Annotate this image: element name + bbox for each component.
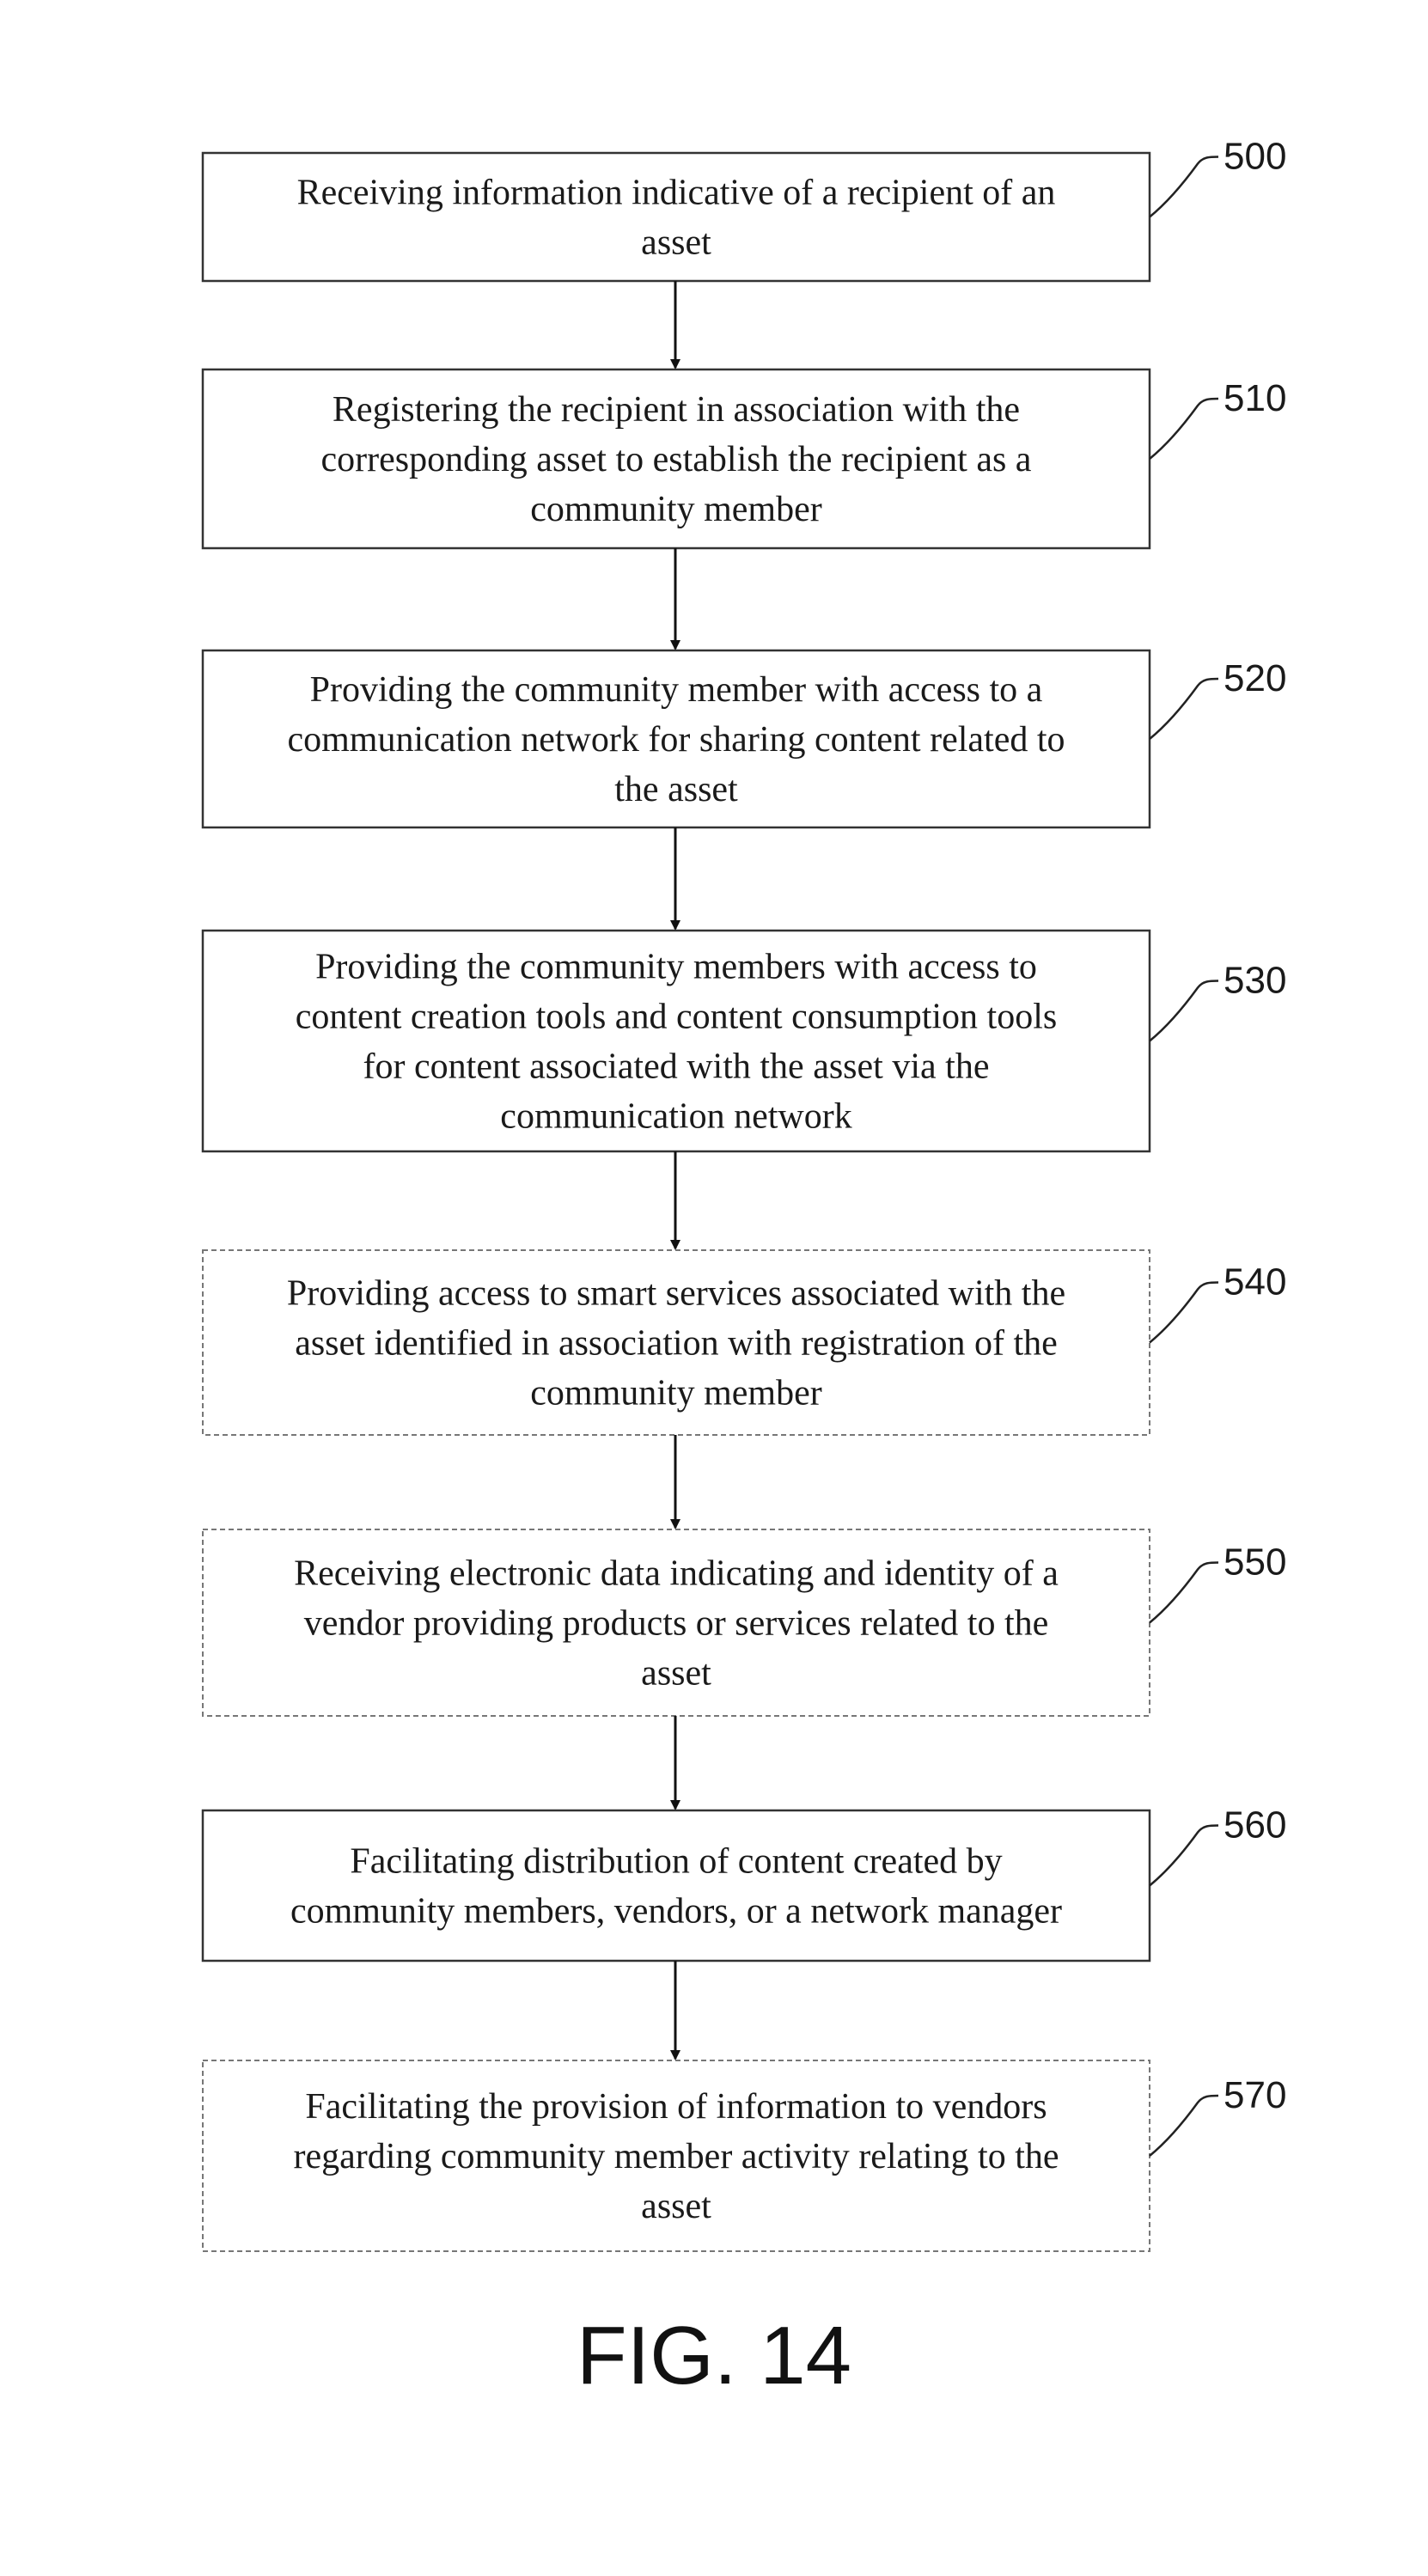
ref-leader-line (1150, 981, 1218, 1041)
step-text-line: communication network (500, 1097, 851, 1137)
step-text-line: Providing the community member with acce… (310, 670, 1043, 710)
step-ref-number: 520 (1224, 657, 1286, 699)
step-ref-number: 500 (1224, 136, 1286, 178)
step-text-line: community members, vendors, or a network… (290, 1892, 1062, 1932)
step-ref-number: 570 (1224, 2074, 1286, 2116)
step-ref-number: 530 (1224, 960, 1286, 1002)
step-text-line: Providing the community members with acc… (315, 948, 1037, 987)
ref-leader-line (1150, 1283, 1218, 1343)
step-550: Receiving electronic data indicating and… (203, 1529, 1286, 1716)
step-text-line: for content associated with the asset vi… (363, 1047, 990, 1087)
step-text-line: Facilitating distribution of content cre… (350, 1842, 1002, 1882)
step-box (203, 1810, 1150, 1961)
figure-caption: FIG. 14 (577, 2310, 851, 2402)
step-540: Providing access to smart services assoc… (203, 1250, 1286, 1435)
step-text-line: asset identified in association with reg… (295, 1324, 1058, 1364)
step-530: Providing the community members with acc… (203, 931, 1286, 1151)
step-text-line: Facilitating the provision of informatio… (305, 2087, 1047, 2127)
step-text-line: corresponding asset to establish the rec… (321, 440, 1032, 479)
step-text-line: Registering the recipient in association… (333, 390, 1020, 430)
step-510: Registering the recipient in association… (203, 369, 1286, 548)
step-560: Facilitating distribution of content cre… (203, 1804, 1286, 1962)
step-ref-number: 550 (1224, 1541, 1286, 1584)
step-text-line: community member (530, 490, 821, 529)
step-text-line: Receiving electronic data indicating and… (294, 1554, 1059, 1594)
step-570: Facilitating the provision of informatio… (203, 2060, 1286, 2251)
ref-leader-line (1150, 1826, 1218, 1886)
step-text-line: asset (641, 2187, 711, 2226)
ref-leader-line (1150, 157, 1218, 217)
step-text-line: Providing access to smart services assoc… (287, 1274, 1065, 1314)
step-ref-number: 510 (1224, 377, 1286, 419)
step-text-line: asset (641, 223, 711, 263)
step-text-line: vendor providing products or services re… (304, 1604, 1049, 1644)
step-520: Providing the community member with acce… (203, 650, 1286, 827)
step-text-line: Receiving information indicative of a re… (297, 174, 1056, 213)
ref-leader-line (1150, 399, 1218, 459)
step-ref-number: 560 (1224, 1804, 1286, 1847)
step-text-line: content creation tools and content consu… (296, 998, 1058, 1037)
step-text-line: the asset (614, 770, 738, 809)
ref-leader-line (1150, 2096, 1218, 2156)
ref-leader-line (1150, 679, 1218, 739)
step-text-line: regarding community member activity rela… (293, 2137, 1059, 2176)
step-text-line: community member (530, 1374, 821, 1413)
step-text-line: communication network for sharing conten… (287, 720, 1065, 760)
ref-leader-line (1150, 1563, 1218, 1623)
step-ref-number: 540 (1224, 1261, 1286, 1303)
step-500: Receiving information indicative of a re… (203, 136, 1286, 282)
step-text-line: asset (641, 1654, 711, 1694)
